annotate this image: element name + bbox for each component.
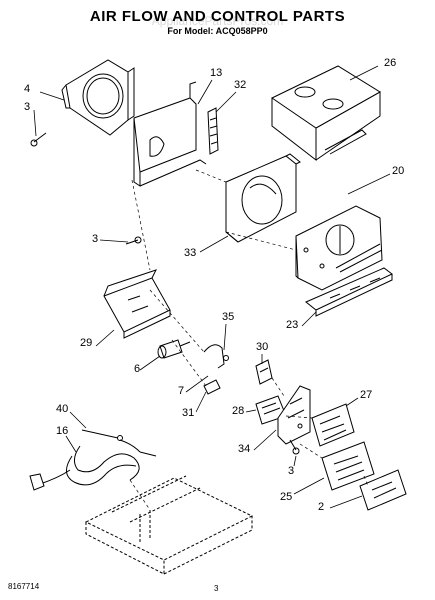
callout-28: 28 (232, 405, 245, 417)
callout-34: 34 (238, 443, 251, 455)
part-32-seal-strip (208, 108, 218, 154)
part-26-top-cover (272, 66, 380, 160)
callout-20: 20 (392, 165, 405, 177)
page-title: AIR FLOW AND CONTROL PARTS (89, 8, 346, 25)
part-3-screw-mid (126, 237, 141, 244)
leader-lines (34, 66, 390, 508)
callout-26: 26 (384, 57, 397, 69)
callout-2: 2 (318, 501, 325, 513)
part-16-power-cord (30, 440, 156, 490)
part-6-capacitor (158, 340, 190, 358)
callout-3-top: 3 (24, 101, 31, 113)
callout-6: 6 (134, 363, 141, 375)
callout-31: 31 (182, 407, 195, 419)
part-20-control-housing (296, 206, 382, 290)
callout-3-low: 3 (288, 465, 295, 477)
part-33-blower-housing (226, 154, 300, 242)
callout-32: 32 (234, 79, 247, 91)
part-35-strap (204, 345, 229, 368)
part-23-bracket (306, 268, 392, 316)
model-subtitle: For Model: ACQ058PP0 (167, 26, 268, 36)
part-3-screw-low (290, 440, 299, 454)
callout-23: 23 (286, 319, 299, 331)
part-13-scroll-panel (134, 82, 206, 186)
part-29-control-plate (104, 270, 170, 338)
part-40-wire-harness (82, 430, 123, 441)
callout-13: 13 (210, 67, 223, 79)
page-number: 3 (214, 584, 219, 593)
callout-27: 27 (360, 389, 373, 401)
watermark: AppliancePartsPros.com (151, 14, 284, 28)
callout-7: 7 (178, 385, 185, 397)
part-4-shroud (62, 60, 134, 135)
part-27-display-board (312, 404, 354, 446)
callout-4: 4 (24, 83, 31, 95)
doc-number: 8167714 (8, 582, 40, 591)
callout-40: 40 (56, 403, 69, 415)
callout-3-mid: 3 (92, 233, 99, 245)
base-pan-phantom (86, 476, 252, 574)
part-30-switch (256, 360, 272, 384)
callout-16: 16 (56, 425, 69, 437)
alignment-lines (130, 170, 368, 510)
callout-25: 25 (280, 491, 293, 503)
part-2-overlay (360, 470, 406, 510)
part-34-main-board (278, 386, 310, 444)
callout-33: 33 (184, 247, 197, 259)
callout-35: 35 (222, 311, 235, 323)
part-25-panel-plate (322, 442, 374, 490)
part-3-screw-top (31, 133, 46, 146)
callout-30: 30 (256, 341, 269, 353)
callout-29: 29 (80, 337, 93, 349)
part-31-thermistor (204, 380, 220, 394)
